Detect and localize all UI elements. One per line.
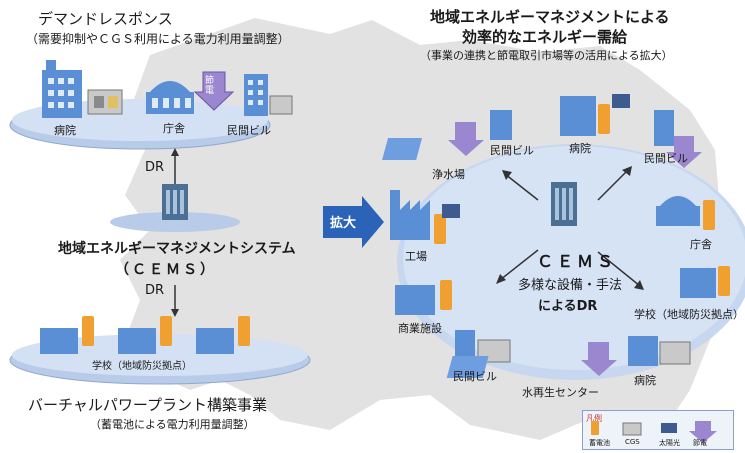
legend-item-savings: 節電 <box>693 439 707 447</box>
label-hospital-bottom: 病院 <box>634 374 656 387</box>
legend-item-battery: 蓄電池 <box>589 439 610 447</box>
cems-system-title: 地域エネルギーマネジメントシステム <box>58 241 296 257</box>
label-factory: 工場 <box>405 250 427 263</box>
label-private-building-right: 民間ビル <box>644 152 688 165</box>
expand-label: 拡大 <box>330 216 357 231</box>
legend-title: 凡例 <box>586 414 602 423</box>
label-water-purification: 浄水場 <box>432 168 465 181</box>
right-title-line2: 効率的なエネルギー需給 <box>462 28 628 46</box>
school-buildings-icon <box>40 316 250 354</box>
label-private-building-top: 民間ビル <box>490 144 534 157</box>
dr-label-bottom: DR <box>145 283 165 298</box>
label-government-right: 庁舎 <box>690 238 712 251</box>
legend: 凡例 蓄電池 CGS 太陽光 節電 <box>582 410 734 450</box>
right-title-line1: 地域エネルギーマネジメントによる <box>430 8 670 26</box>
vpp-title: バーチャルパワープラント構築事業 <box>28 396 267 414</box>
demand-response-title: デマンドレスポンス <box>38 10 173 28</box>
demand-response-subtitle: （需要抑制やＣＧＳ利用による電力利用量調整） <box>26 32 290 46</box>
vpp-subtitle: （蓄電池による電力利用量調整） <box>90 418 255 431</box>
private-building-label-left: 民間ビル <box>227 124 271 137</box>
government-label-left: 庁舎 <box>163 122 185 135</box>
savings-label-left: 節電 <box>205 76 215 96</box>
label-private-building-bottom: 民間ビル <box>453 370 497 383</box>
legend-item-cgs: CGS <box>625 438 640 446</box>
cems-center-line2: によるDR <box>538 299 598 314</box>
legend-item-solar: 太陽光 <box>659 439 680 447</box>
cems-center-line1: 多様な設備・手法 <box>518 278 623 293</box>
cems-system-acronym: （ＣＥＭＳ） <box>115 262 217 278</box>
cems-center-title: ＣＥＭＳ <box>537 252 618 271</box>
right-subtitle: （事業の連携と節電取引市場等の活用による拡大） <box>420 49 673 62</box>
label-school-right: 学校（地域防災拠点） <box>634 308 744 321</box>
label-commercial: 商業施設 <box>398 322 442 335</box>
hospital-label-left: 病院 <box>54 124 76 137</box>
label-hospital-top: 病院 <box>569 142 591 155</box>
label-water-recycling: 水再生センター <box>522 386 599 399</box>
school-label-left: 学校（地域防災拠点） <box>92 361 192 372</box>
legend-icons <box>591 421 717 443</box>
dr-label-top: DR <box>145 160 165 175</box>
